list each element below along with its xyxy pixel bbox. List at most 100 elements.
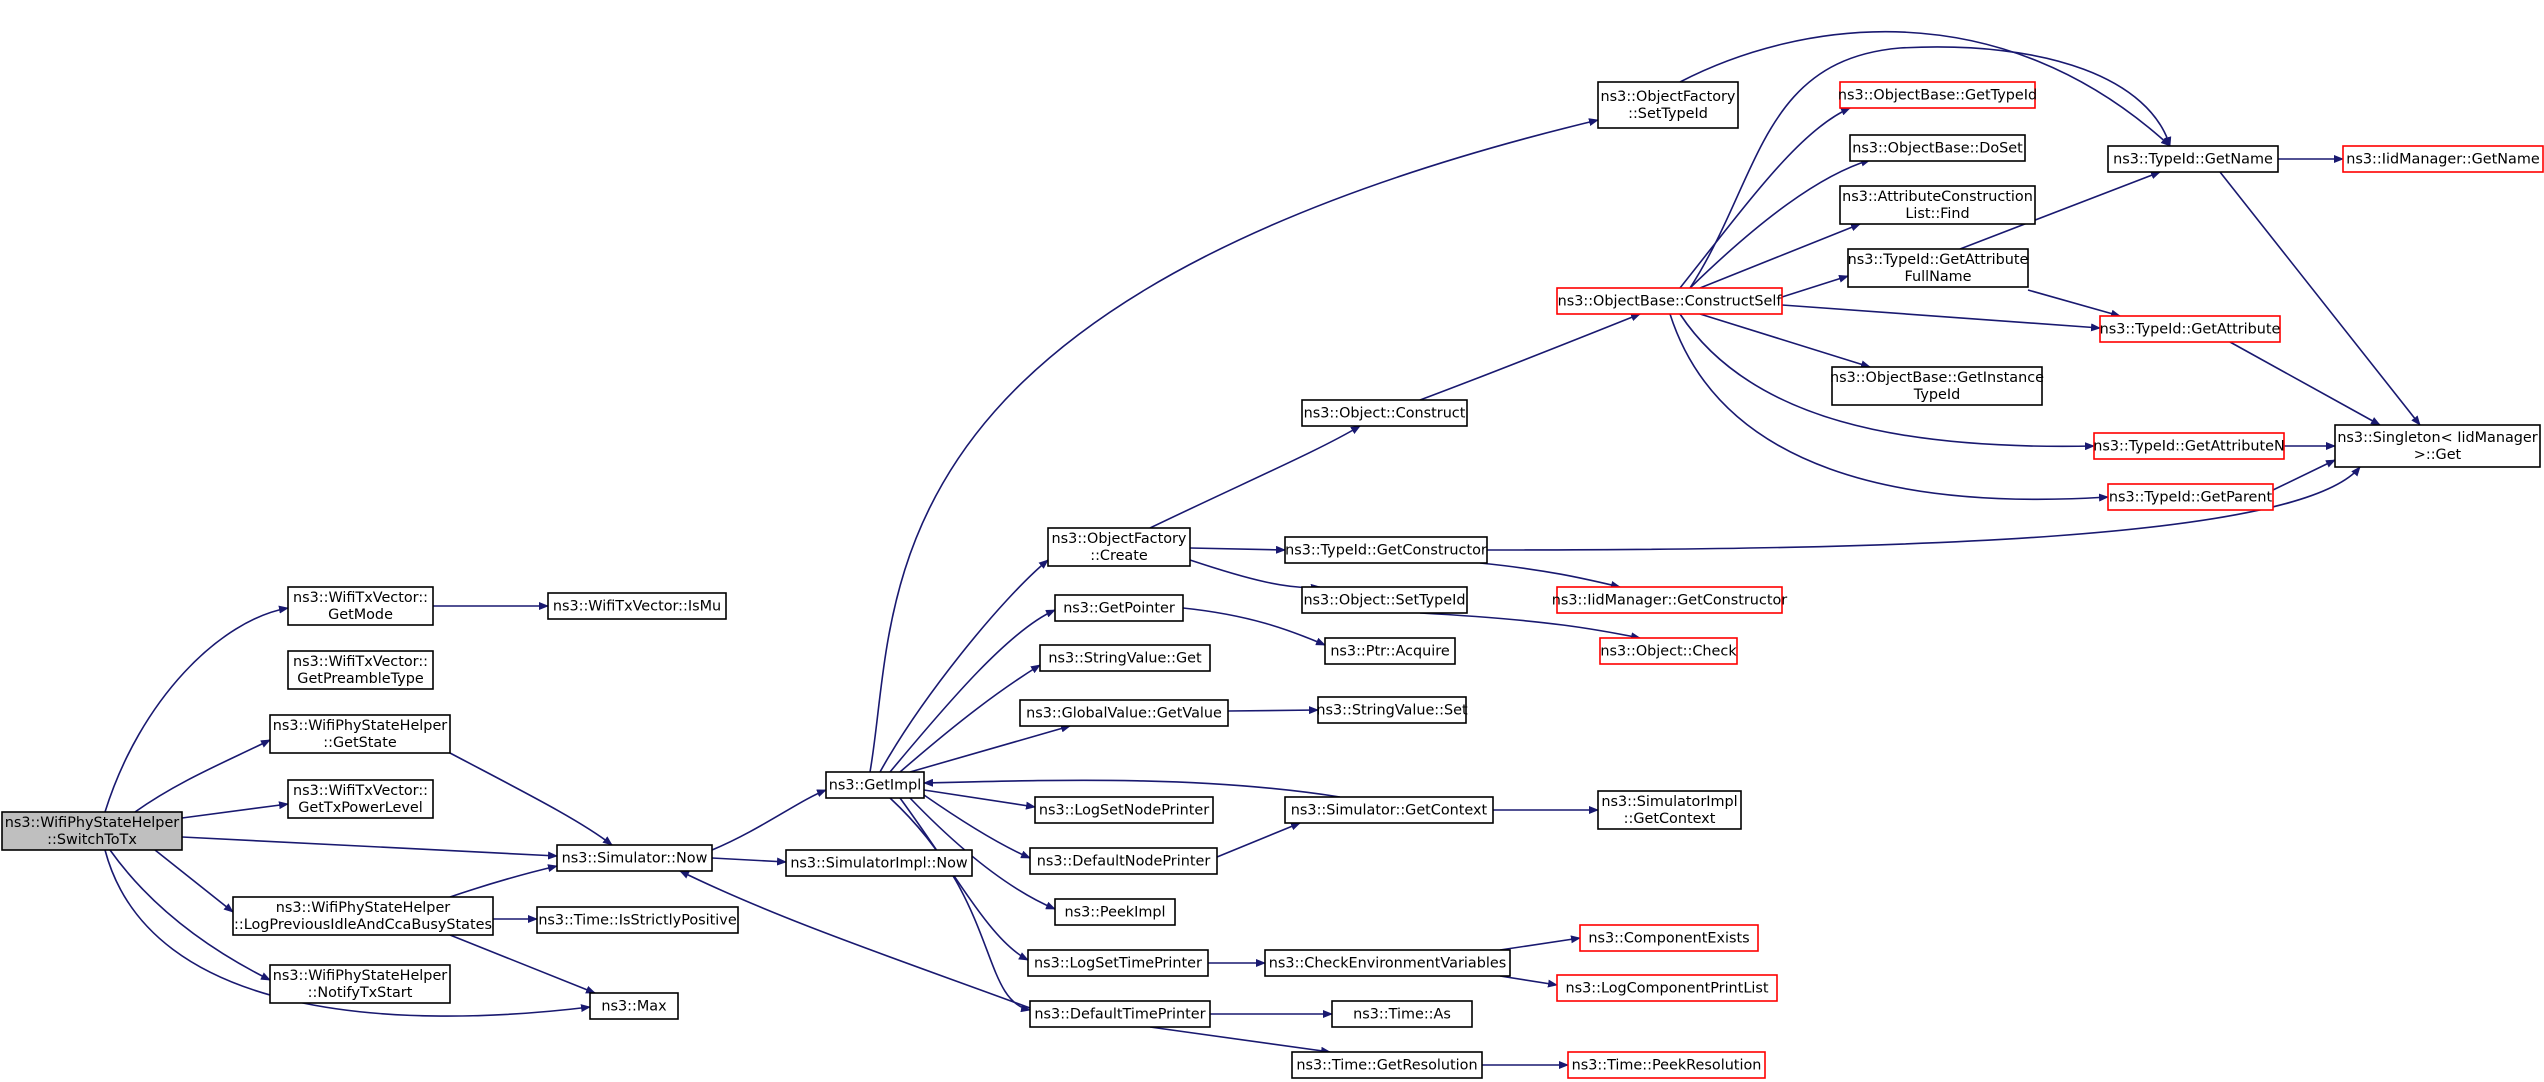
node-label: ns3::ObjectFactory: [1052, 531, 1187, 547]
node-getres[interactable]: ns3::Time::GetResolution: [1291, 1051, 1483, 1079]
node-label: ns3::ObjectBase::ConstructSelf: [1558, 294, 1783, 310]
node-label: ns3::Object::Construct: [1304, 406, 1466, 422]
node-root[interactable]: ns3::WifiPhyStateHelper::SwitchToTx: [1, 811, 183, 851]
node-max[interactable]: ns3::Max: [589, 992, 679, 1020]
node-constructself[interactable]: ns3::ObjectBase::ConstructSelf: [1556, 287, 1783, 315]
node-ptracquire[interactable]: ns3::Ptr::Acquire: [1324, 637, 1456, 665]
node-tigetparent[interactable]: ns3::TypeId::GetParent: [2107, 483, 2274, 511]
node-obgettypeid[interactable]: ns3::ObjectBase::GetTypeId: [1838, 81, 2037, 109]
edge-constructself-to-getinst: [1699, 313, 1871, 369]
edge-constructself-to-tigetname: [1689, 46, 2172, 289]
node-txpower[interactable]: ns3::WifiTxVector::GetTxPowerLevel: [287, 779, 434, 819]
edge-constructself-to-obgettypeid: [1679, 107, 1851, 289]
node-label: ns3::GetPointer: [1063, 601, 1175, 617]
edge-getimpl-to-settimeprinter: [899, 797, 1029, 961]
edge-getimpl-to-setnodeprinter: [923, 789, 1036, 810]
node-label: ns3::StringValue::Get: [1048, 651, 1202, 667]
node-ismu[interactable]: ns3::WifiTxVector::IsMu: [547, 592, 727, 620]
edge-constructself-to-acfind: [1699, 223, 1861, 289]
node-obdoset[interactable]: ns3::ObjectBase::DoSet: [1849, 134, 2026, 162]
edge-checkenv-to-compexists: [1499, 935, 1581, 951]
node-getctor[interactable]: ns3::TypeId::GetConstructor: [1284, 536, 1488, 564]
node-tigetname[interactable]: ns3::TypeId::GetName: [2107, 145, 2279, 173]
node-setnodeprinter[interactable]: ns3::LogSetNodePrinter: [1034, 796, 1214, 824]
edge-getattrfull-to-tigetname: [1959, 171, 2161, 250]
edge-constructself-to-tigetattr: [1781, 304, 2101, 332]
edge-getcontext-to-getimpl: [923, 778, 1341, 798]
node-compexists[interactable]: ns3::ComponentExists: [1579, 924, 1759, 952]
node-label: ns3::ComponentExists: [1588, 931, 1749, 947]
node-label: ns3::WifiPhyStateHelper: [5, 815, 180, 831]
node-label: ns3::WifiTxVector::IsMu: [553, 599, 721, 615]
node-timeas[interactable]: ns3::Time::As: [1331, 1000, 1473, 1028]
node-label: >::Get: [2414, 447, 2462, 463]
node-label: ns3::ObjectBase::GetInstance: [1830, 370, 2044, 386]
node-getpointer[interactable]: ns3::GetPointer: [1054, 594, 1184, 622]
node-objconstruct[interactable]: ns3::Object::Construct: [1301, 399, 1468, 427]
node-implnow[interactable]: ns3::SimulatorImpl::Now: [785, 849, 973, 877]
node-label: ns3::WifiTxVector::: [293, 783, 428, 799]
node-defnodeprinter[interactable]: ns3::DefaultNodePrinter: [1029, 847, 1218, 875]
node-globalget[interactable]: ns3::GlobalValue::GetValue: [1019, 699, 1229, 727]
edge-ofcreate-to-objconstruct: [1149, 425, 1361, 529]
node-preamble[interactable]: ns3::WifiTxVector::GetPreambleType: [287, 650, 434, 690]
node-getmode[interactable]: ns3::WifiTxVector::GetMode: [287, 586, 434, 626]
edge-deftimeprinter-to-simnow: [679, 870, 1031, 1009]
node-peekres[interactable]: ns3::Time::PeekResolution: [1567, 1051, 1766, 1079]
node-logprev[interactable]: ns3::WifiPhyStateHelper::LogPreviousIdle…: [232, 896, 494, 936]
node-getcontext[interactable]: ns3::Simulator::GetContext: [1284, 796, 1494, 824]
node-label: ns3::WifiPhyStateHelper: [276, 900, 451, 916]
node-ofsettypeid[interactable]: ns3::ObjectFactory::SetTypeId: [1597, 81, 1739, 129]
node-label: ns3::ObjectFactory: [1601, 89, 1736, 105]
node-tigetattr[interactable]: ns3::TypeId::GetAttribute: [2099, 315, 2281, 343]
node-ofcreate[interactable]: ns3::ObjectFactory::Create: [1047, 527, 1191, 567]
node-label: ns3::Object::Check: [1600, 644, 1737, 660]
node-objsettypeid[interactable]: ns3::Object::SetTypeId: [1301, 586, 1468, 614]
edge-checkenv-to-logcomplist: [1499, 975, 1558, 988]
node-implgetctx[interactable]: ns3::SimulatorImpl::GetContext: [1597, 790, 1742, 830]
node-label: ns3::GetImpl: [829, 778, 922, 794]
node-strget[interactable]: ns3::StringValue::Get: [1039, 644, 1211, 672]
node-label: ns3::TypeId::GetAttributeN: [2093, 439, 2285, 455]
node-label: ::SwitchToTx: [47, 832, 137, 848]
node-strictpos[interactable]: ns3::Time::IsStrictlyPositive: [536, 906, 739, 934]
node-iidgetctor[interactable]: ns3::IidManager::GetConstructor: [1552, 586, 1788, 614]
edge-constructself-to-tigetparent: [1669, 313, 2109, 502]
node-deftimeprinter[interactable]: ns3::DefaultTimePrinter: [1029, 1000, 1211, 1028]
node-label: ns3::Simulator::GetContext: [1291, 803, 1488, 819]
node-notify[interactable]: ns3::WifiPhyStateHelper::NotifyTxStart: [269, 964, 451, 1004]
edge-getctor-to-singleton: [1486, 466, 2361, 551]
edge-logprev-to-simnow: [449, 864, 558, 898]
node-label: ns3::GlobalValue::GetValue: [1026, 706, 1222, 722]
node-label: GetTxPowerLevel: [298, 800, 422, 816]
node-simnow[interactable]: ns3::Simulator::Now: [556, 844, 713, 872]
node-label: GetMode: [328, 607, 393, 623]
node-label: ns3::Object::SetTypeId: [1303, 593, 1465, 609]
edge-tigetattr-to-singleton: [2229, 341, 2381, 426]
edge-getimpl-to-defnodeprinter: [923, 794, 1031, 859]
edge-getimpl-to-getpointer: [889, 609, 1056, 773]
edge-root-to-logprev: [154, 849, 234, 913]
node-objcheck[interactable]: ns3::Object::Check: [1599, 637, 1738, 665]
node-settimeprinter[interactable]: ns3::LogSetTimePrinter: [1027, 949, 1209, 977]
node-checkenv[interactable]: ns3::CheckEnvironmentVariables: [1264, 949, 1511, 977]
node-label: ns3::TypeId::GetName: [2113, 152, 2273, 168]
node-peekimpl[interactable]: ns3::PeekImpl: [1054, 898, 1176, 926]
edge-root-to-getstate: [134, 739, 271, 813]
node-strset[interactable]: ns3::StringValue::Set: [1316, 696, 1468, 724]
node-singleton[interactable]: ns3::Singleton< IidManager >::Get: [2334, 424, 2541, 468]
node-logcomplist[interactable]: ns3::LogComponentPrintList: [1556, 974, 1778, 1002]
node-getstate[interactable]: ns3::WifiPhyStateHelper::GetState: [269, 714, 451, 754]
node-getimpl[interactable]: ns3::GetImpl: [825, 771, 925, 799]
node-iidgetname[interactable]: ns3::IidManager::GetName: [2342, 145, 2544, 173]
edge-deftimeprinter-to-getres: [1149, 1026, 1331, 1055]
node-label: ns3::IidManager::GetName: [2346, 152, 2540, 168]
edge-ofcreate-to-objsettypeid: [1189, 559, 1321, 592]
node-label: ns3::AttributeConstruction: [1842, 189, 2033, 205]
edge-getimpl-to-globalget: [909, 724, 1071, 773]
node-tigetattrn[interactable]: ns3::TypeId::GetAttributeN: [2093, 432, 2285, 460]
